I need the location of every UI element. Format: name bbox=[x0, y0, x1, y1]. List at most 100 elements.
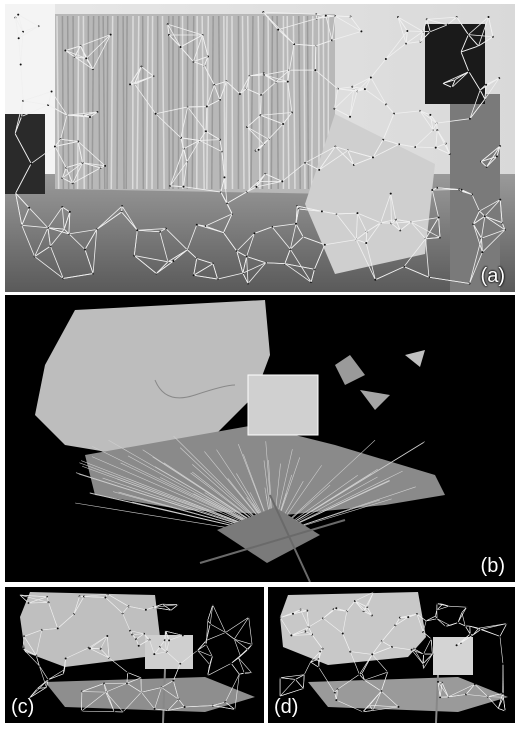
mesh-vertex bbox=[406, 29, 409, 32]
mesh-edge bbox=[310, 661, 319, 668]
mesh-edge bbox=[335, 146, 355, 166]
mesh-edge bbox=[219, 81, 227, 100]
mesh-edge bbox=[397, 16, 407, 44]
mesh-edge bbox=[359, 674, 365, 681]
mesh-edge bbox=[426, 19, 431, 32]
mesh-edge bbox=[318, 146, 336, 171]
mesh-edge bbox=[410, 221, 441, 238]
mesh-edge bbox=[15, 17, 24, 32]
mesh-edge bbox=[256, 173, 266, 188]
panel-d: (d) bbox=[268, 587, 515, 723]
mesh-edges bbox=[19, 593, 254, 713]
mesh-edge bbox=[342, 611, 348, 634]
curtain-stripe bbox=[167, 15, 171, 190]
mesh-vertex bbox=[446, 23, 449, 26]
mesh-edge bbox=[60, 138, 79, 142]
mesh-edge bbox=[372, 690, 382, 711]
mesh-vertex bbox=[154, 112, 157, 115]
mesh-edge bbox=[331, 30, 362, 41]
mesh-edge bbox=[22, 648, 40, 666]
mesh-edge bbox=[447, 16, 457, 26]
mesh-vertex bbox=[163, 639, 166, 642]
mesh-edge bbox=[154, 651, 167, 655]
mesh-edge bbox=[315, 39, 333, 47]
mesh-edge bbox=[231, 655, 241, 664]
mesh-edge bbox=[364, 77, 372, 90]
mesh-edge bbox=[154, 687, 162, 710]
mesh-edge bbox=[219, 139, 223, 152]
mesh-vertex bbox=[106, 635, 109, 638]
curtain-stripe bbox=[257, 15, 261, 190]
mesh-edge bbox=[209, 604, 214, 625]
tripod-camera bbox=[425, 24, 485, 104]
mesh-edge bbox=[499, 199, 503, 223]
mesh-edge bbox=[337, 674, 360, 690]
mesh-vertex bbox=[460, 188, 463, 191]
mesh-edge bbox=[370, 77, 387, 105]
mesh-vertex bbox=[205, 643, 208, 646]
mesh-edge bbox=[316, 15, 326, 19]
mesh-vertex bbox=[369, 76, 372, 79]
mesh-edge bbox=[239, 88, 247, 95]
mesh-edge bbox=[193, 258, 198, 276]
mesh-edge bbox=[85, 58, 94, 70]
mesh-edge bbox=[488, 16, 494, 37]
curtain-stripe bbox=[201, 15, 205, 190]
mesh-edge bbox=[355, 239, 376, 280]
mesh-vertex bbox=[341, 632, 344, 635]
mesh-vertex bbox=[179, 45, 182, 48]
mesh-edge bbox=[415, 146, 436, 149]
mesh-edge bbox=[82, 162, 106, 167]
mesh-edge bbox=[456, 16, 469, 35]
mesh-edge bbox=[425, 238, 430, 278]
mesh-vertex bbox=[253, 232, 256, 235]
mesh-edge bbox=[448, 605, 467, 608]
mesh-edge bbox=[395, 219, 411, 223]
mesh-edge bbox=[436, 618, 451, 626]
panel-a-image bbox=[5, 4, 515, 292]
mesh-edge bbox=[364, 88, 387, 105]
mesh-edge bbox=[66, 111, 98, 116]
mesh-vertex bbox=[495, 155, 498, 158]
mesh-edge bbox=[186, 224, 198, 250]
mesh-edge bbox=[72, 162, 83, 184]
mesh-edge bbox=[167, 698, 179, 711]
mesh-edge bbox=[46, 679, 49, 688]
mesh-edge bbox=[310, 658, 319, 663]
curtain-stripe bbox=[136, 15, 140, 190]
mesh-edge bbox=[372, 143, 400, 158]
mesh-edge bbox=[397, 16, 424, 32]
mesh-edge bbox=[128, 606, 146, 611]
mesh-vertex bbox=[211, 655, 214, 658]
mesh-vertex bbox=[318, 168, 321, 171]
panel-label-a: (a) bbox=[480, 265, 505, 287]
mesh-edge bbox=[68, 233, 86, 250]
mesh-edge bbox=[468, 16, 489, 35]
mesh-edge bbox=[426, 618, 438, 622]
mesh-edge bbox=[472, 223, 483, 253]
mesh-edge bbox=[295, 679, 304, 689]
mesh-edge bbox=[187, 106, 207, 132]
mesh-edge bbox=[357, 212, 367, 232]
mesh-edge bbox=[238, 649, 249, 659]
mesh-edge bbox=[205, 623, 211, 641]
mesh-vertex bbox=[181, 634, 184, 637]
mesh-edge bbox=[361, 673, 365, 681]
mesh-vertex bbox=[27, 602, 30, 605]
mesh-edge bbox=[242, 256, 247, 274]
mesh-edge bbox=[246, 186, 257, 193]
mesh-edge bbox=[451, 79, 456, 88]
mesh-edge bbox=[23, 629, 42, 637]
mesh-edge bbox=[197, 650, 210, 665]
mesh-edge bbox=[381, 690, 399, 708]
mesh-edge bbox=[212, 701, 226, 706]
mesh-edge bbox=[238, 657, 252, 673]
mesh-edge bbox=[308, 627, 313, 635]
mesh-edge bbox=[385, 43, 407, 60]
mesh-edge bbox=[457, 622, 466, 627]
camera-axis bbox=[435, 674, 439, 723]
mesh-edge bbox=[381, 671, 388, 692]
mesh-edge bbox=[352, 86, 365, 90]
mesh-edge bbox=[335, 146, 348, 151]
mesh-edge bbox=[29, 679, 49, 699]
